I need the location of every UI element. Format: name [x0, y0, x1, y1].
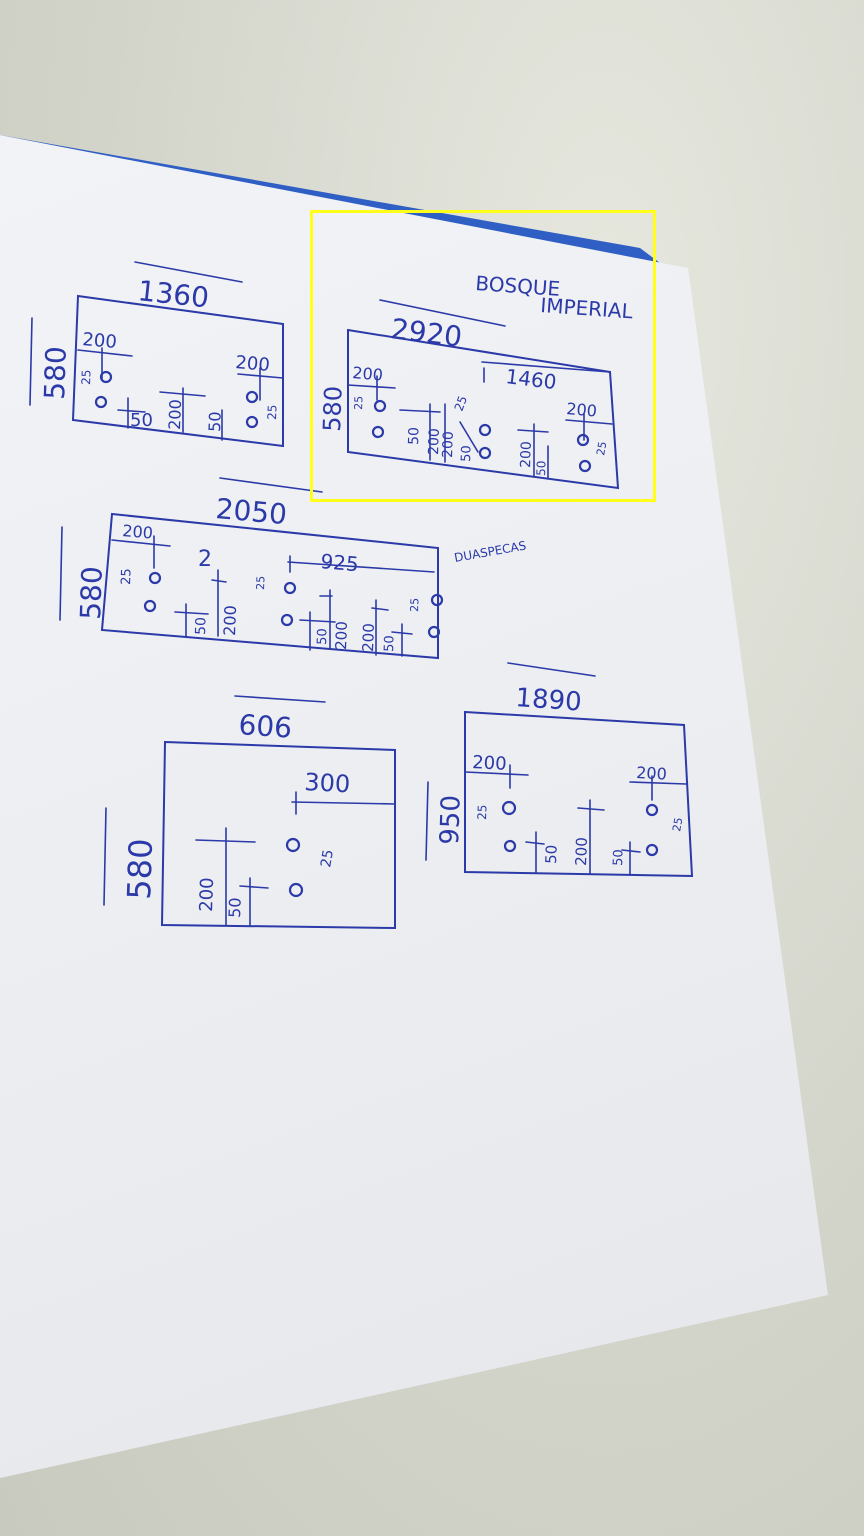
svg-text:50: 50 — [315, 628, 331, 645]
hole-marker — [576, 433, 590, 447]
svg-text:2: 2 — [198, 547, 212, 572]
svg-text:200: 200 — [359, 623, 378, 652]
svg-text:25: 25 — [408, 598, 421, 612]
hole-marker — [283, 581, 297, 595]
hole-marker — [99, 370, 113, 384]
hole-marker — [478, 446, 492, 460]
svg-text:25: 25 — [254, 576, 267, 590]
panel-1360-height: 580 — [38, 346, 73, 401]
panel-2050-width: 2050 — [214, 492, 288, 531]
panel-606: 606 580 300 25 200 50 — [103, 695, 396, 930]
hole-marker — [501, 800, 517, 816]
hole-marker — [478, 423, 492, 437]
svg-text:25: 25 — [352, 396, 365, 410]
svg-text:200: 200 — [82, 329, 118, 353]
svg-text:200: 200 — [122, 521, 154, 543]
svg-text:200: 200 — [472, 752, 507, 775]
svg-text:25: 25 — [475, 804, 490, 820]
panel-2050-note: DUASPECAS — [453, 539, 527, 565]
svg-text:25: 25 — [119, 568, 135, 585]
hole-marker — [245, 415, 259, 429]
svg-text:200: 200 — [566, 399, 598, 421]
svg-text:25: 25 — [452, 394, 470, 413]
panel-606-300: 300 — [304, 768, 351, 798]
svg-text:200: 200 — [165, 399, 185, 430]
hole-marker — [280, 613, 294, 627]
svg-text:25: 25 — [670, 816, 685, 832]
hole-marker — [371, 425, 385, 439]
svg-text:25: 25 — [594, 440, 609, 456]
svg-text:50: 50 — [459, 445, 475, 462]
panel-2920: BOSQUE IMPERIAL 2920 580 1460 200 25 50 … — [318, 271, 634, 490]
svg-text:50: 50 — [205, 411, 225, 432]
svg-text:50: 50 — [542, 844, 561, 864]
hole-marker — [503, 839, 517, 853]
hole-marker — [285, 837, 301, 853]
svg-text:50: 50 — [406, 427, 423, 445]
svg-text:200: 200 — [352, 363, 384, 385]
hole-marker — [143, 599, 157, 613]
panel-1890-height: 950 — [435, 795, 467, 846]
panel-1360: 1360 580 200 200 200 50 50 25 25 — [29, 261, 284, 448]
hole-marker — [430, 593, 444, 607]
client-name-line1: BOSQUE — [475, 271, 561, 301]
panel-1890-width: 1890 — [515, 683, 583, 718]
svg-text:200: 200 — [332, 621, 351, 650]
svg-text:200: 200 — [440, 431, 457, 458]
svg-text:200: 200 — [572, 837, 591, 866]
hole-marker — [94, 395, 108, 409]
hole-marker — [578, 459, 592, 473]
panel-1890: 1890 950 200 200 25 50 200 50 25 — [425, 662, 694, 878]
svg-text:200: 200 — [636, 763, 667, 784]
hole-marker — [245, 390, 259, 404]
svg-text:50: 50 — [130, 410, 153, 431]
svg-text:200: 200 — [518, 441, 535, 468]
panel-606-height: 580 — [120, 838, 160, 900]
panel-606-width: 606 — [238, 708, 294, 745]
svg-text:50: 50 — [611, 849, 627, 866]
hole-marker — [645, 843, 659, 857]
svg-text:25: 25 — [79, 369, 94, 385]
hole-marker — [148, 571, 162, 585]
panel-1360-width: 1360 — [136, 274, 210, 314]
svg-text:50: 50 — [382, 635, 398, 652]
yellow-highlight-box — [310, 210, 656, 502]
panel-2050-mid: 925 — [320, 549, 360, 576]
svg-text:200: 200 — [196, 877, 218, 912]
svg-text:50: 50 — [225, 897, 245, 918]
hole-marker — [288, 882, 304, 898]
hole-marker — [645, 803, 659, 817]
svg-text:200: 200 — [220, 605, 240, 636]
svg-text:200: 200 — [426, 428, 443, 455]
svg-text:25: 25 — [265, 404, 280, 420]
svg-text:50: 50 — [534, 460, 549, 476]
svg-text:25: 25 — [318, 848, 337, 868]
hole-marker — [427, 625, 441, 639]
svg-text:200: 200 — [235, 352, 271, 376]
panel-2920-height: 580 — [318, 385, 348, 432]
hole-marker — [373, 399, 387, 413]
svg-text:50: 50 — [193, 617, 210, 635]
panel-2050: 2050 580 925 DUASPECAS 200 2 25 200 50 2… — [59, 477, 527, 660]
